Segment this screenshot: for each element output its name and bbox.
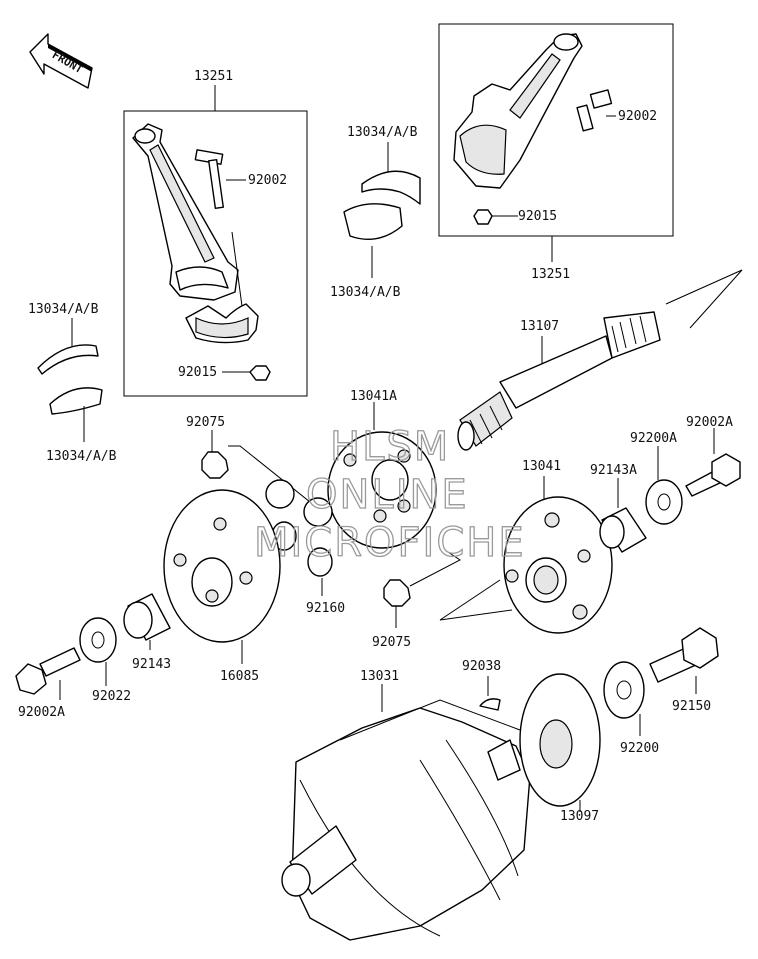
label-92002A-left: 92002A bbox=[18, 705, 65, 720]
label-92200: 92200 bbox=[620, 741, 659, 756]
label-92022: 92022 bbox=[92, 689, 131, 704]
gear-13097 bbox=[519, 673, 601, 807]
bolt-92150 bbox=[649, 627, 719, 683]
label-13107: 13107 bbox=[520, 319, 559, 334]
label-13034-botleft: 13034/A/B bbox=[46, 449, 117, 464]
label-92075-bot: 92075 bbox=[372, 635, 411, 650]
washer-92200A bbox=[645, 479, 683, 525]
label-92143: 92143 bbox=[132, 657, 171, 672]
label-92015-left: 92015 bbox=[178, 365, 217, 380]
label-13041A: 13041A bbox=[350, 389, 397, 404]
flange-13041A bbox=[327, 431, 437, 549]
bearing-shell-lower-mid bbox=[343, 203, 403, 240]
key-92038 bbox=[479, 698, 501, 711]
bearing-shell-upper-mid bbox=[361, 170, 421, 205]
label-13251-left: 13251 bbox=[194, 69, 233, 84]
label-92150: 92150 bbox=[672, 699, 711, 714]
label-92200A: 92200A bbox=[630, 431, 677, 446]
shaft-13107 bbox=[457, 311, 661, 451]
gear-92075-bottom bbox=[383, 579, 411, 607]
crankshaft-13031 bbox=[281, 699, 531, 941]
bolt-92002-right bbox=[576, 89, 613, 132]
sleeve-92143 bbox=[123, 593, 171, 641]
bearing-shell-lower-left bbox=[49, 387, 103, 415]
sleeve-92143A bbox=[599, 507, 647, 553]
label-13097: 13097 bbox=[560, 809, 599, 824]
label-13034-topleft: 13034/A/B bbox=[28, 302, 99, 317]
bolt-92002A-left bbox=[15, 647, 81, 695]
nut-92015-left bbox=[249, 365, 271, 381]
connecting-rod-right bbox=[453, 33, 583, 189]
rod-cap-left bbox=[185, 303, 259, 344]
bolt-92002-left bbox=[194, 149, 225, 210]
bearing-shell-upper-left bbox=[37, 344, 99, 375]
label-92002-right: 92002 bbox=[618, 109, 657, 124]
label-13041: 13041 bbox=[522, 459, 561, 474]
label-92015-right: 92015 bbox=[518, 209, 557, 224]
label-92143A: 92143A bbox=[590, 463, 637, 478]
label-13031: 13031 bbox=[360, 669, 399, 684]
bolt-92002A-right bbox=[685, 453, 741, 497]
front-arrow-icon: FRONT bbox=[29, 33, 93, 89]
label-13034-botmid: 13034/A/B bbox=[330, 285, 401, 300]
conrod-box-right bbox=[438, 23, 674, 237]
label-92160: 92160 bbox=[306, 601, 345, 616]
watermark: HLSM ONLINE MICROFICHE bbox=[253, 423, 526, 566]
washer-92022 bbox=[79, 617, 117, 663]
label-92038: 92038 bbox=[462, 659, 501, 674]
label-92002-left: 92002 bbox=[248, 173, 287, 188]
label-92002A-right: 92002A bbox=[686, 415, 733, 430]
roller-92160 bbox=[265, 479, 333, 577]
watermark-line2: ONLINE bbox=[306, 472, 469, 518]
label-92075-top: 92075 bbox=[186, 415, 225, 430]
gear-16085 bbox=[163, 489, 281, 643]
washer-92200 bbox=[603, 661, 645, 719]
watermark-line1: HLSM bbox=[330, 424, 450, 470]
connecting-rod-left bbox=[132, 123, 239, 301]
plate-13041 bbox=[503, 496, 613, 634]
label-13251-right: 13251 bbox=[531, 267, 570, 282]
nut-92015-right bbox=[473, 209, 493, 225]
label-13034-topmid: 13034/A/B bbox=[347, 125, 418, 140]
gear-92075-top bbox=[201, 451, 229, 479]
watermark-line3: MICROFICHE bbox=[254, 520, 526, 566]
label-16085: 16085 bbox=[220, 669, 259, 684]
